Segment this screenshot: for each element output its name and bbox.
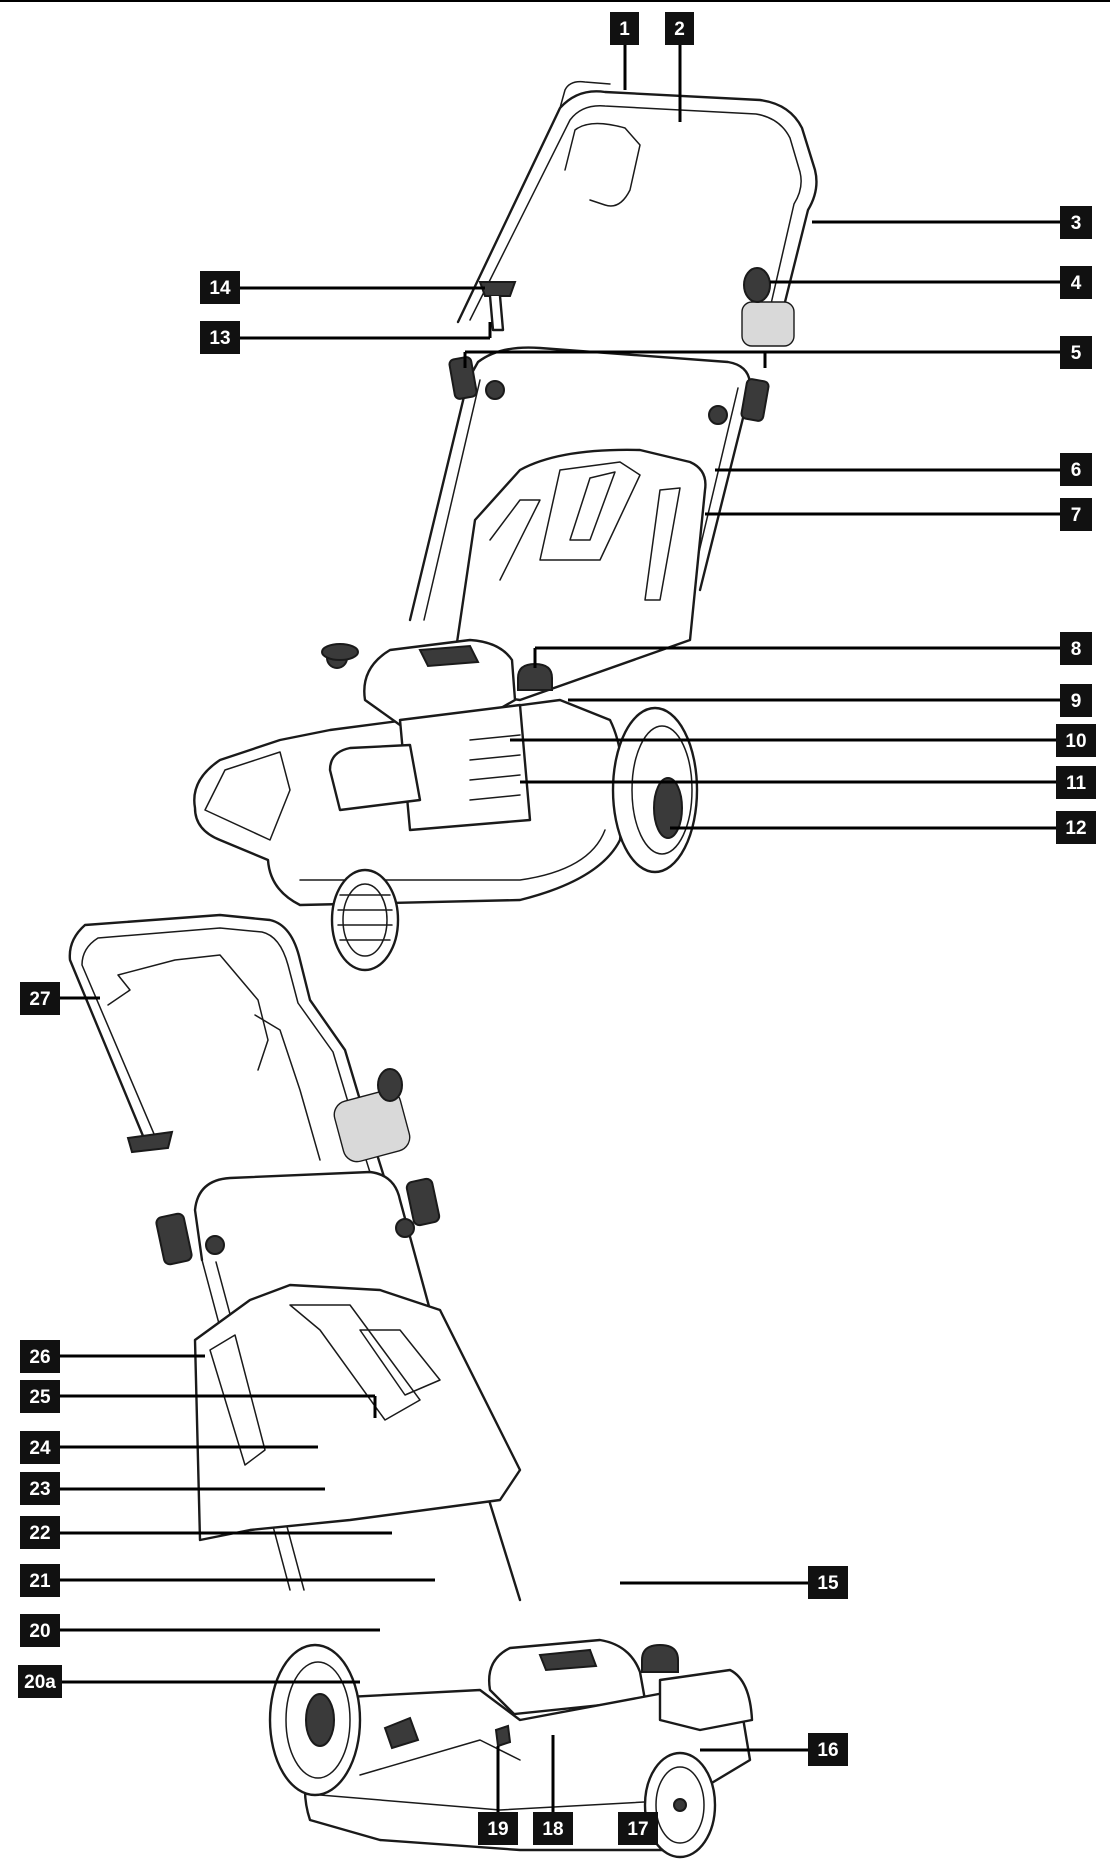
svg-text:14: 14 [209, 278, 231, 299]
svg-text:20: 20 [29, 1621, 50, 1642]
svg-text:8: 8 [1071, 639, 1082, 660]
svg-text:22: 22 [29, 1523, 50, 1544]
label-20a: 20a [18, 1665, 62, 1698]
label-15: 15 [808, 1566, 848, 1599]
svg-text:1: 1 [619, 19, 630, 40]
label-16: 16 [808, 1733, 848, 1766]
svg-text:7: 7 [1071, 505, 1082, 526]
label-23: 23 [20, 1472, 60, 1505]
svg-text:15: 15 [817, 1573, 839, 1594]
label-25: 25 [20, 1380, 60, 1413]
label-10: 10 [1056, 724, 1096, 757]
svg-text:4: 4 [1071, 273, 1082, 294]
svg-text:18: 18 [542, 1819, 563, 1840]
upper-handle-bar [456, 90, 818, 332]
svg-text:5: 5 [1071, 343, 1082, 364]
label-8: 8 [1060, 632, 1092, 665]
svg-text:11: 11 [1066, 773, 1087, 794]
rear-wheel [611, 706, 699, 874]
rear-view-mower-illustration [68, 913, 754, 1859]
label-19: 19 [478, 1812, 518, 1845]
label-14: 14 [200, 271, 240, 304]
label-11: 11 [1056, 766, 1096, 799]
label-2: 2 [665, 12, 694, 45]
label-6: 6 [1060, 453, 1092, 486]
label-1: 1 [610, 12, 639, 45]
svg-text:2: 2 [674, 19, 685, 40]
engine-cover-rear [488, 1638, 647, 1722]
label-24: 24 [20, 1431, 60, 1464]
svg-text:27: 27 [29, 989, 50, 1010]
top-rule [0, 0, 1110, 2]
control-bail-lever [564, 122, 641, 207]
svg-text:23: 23 [29, 1479, 50, 1500]
label-21: 21 [20, 1564, 60, 1597]
svg-text:13: 13 [209, 328, 230, 349]
leader-lines [60, 44, 1060, 1838]
svg-text:12: 12 [1065, 818, 1086, 839]
label-17: 17 [618, 1812, 658, 1845]
label-3: 3 [1060, 206, 1092, 239]
label-4: 4 [1060, 266, 1092, 299]
front-view-mower-illustration [193, 80, 818, 972]
svg-text:19: 19 [487, 1819, 508, 1840]
svg-text:21: 21 [29, 1571, 51, 1592]
label-27: 27 [20, 982, 60, 1015]
label-12: 12 [1056, 811, 1096, 844]
fuel-cap [517, 662, 553, 691]
svg-text:10: 10 [1065, 731, 1086, 752]
front-wheel [330, 868, 400, 972]
grass-catcher-bag [448, 448, 707, 702]
svg-text:20a: 20a [24, 1672, 56, 1693]
label-5: 5 [1060, 336, 1092, 369]
svg-text:6: 6 [1071, 460, 1082, 481]
svg-text:3: 3 [1071, 213, 1082, 234]
label-9: 9 [1060, 684, 1092, 717]
label-13: 13 [200, 321, 240, 354]
svg-text:9: 9 [1071, 691, 1082, 712]
label-7: 7 [1060, 498, 1092, 531]
svg-text:24: 24 [29, 1438, 51, 1459]
svg-text:25: 25 [29, 1387, 51, 1408]
svg-text:26: 26 [29, 1347, 50, 1368]
svg-text:16: 16 [817, 1740, 838, 1761]
svg-text:17: 17 [627, 1819, 648, 1840]
label-22: 22 [20, 1516, 60, 1549]
grass-catcher-bag-rear [193, 1283, 522, 1542]
label-20: 20 [20, 1614, 60, 1647]
label-26: 26 [20, 1340, 60, 1373]
label-18: 18 [533, 1812, 573, 1845]
